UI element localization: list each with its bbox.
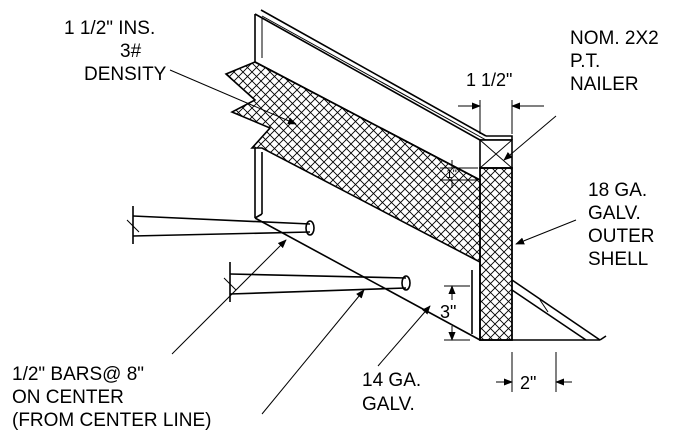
svg-text:SHELL: SHELL [588, 249, 648, 270]
lower-shell [254, 148, 607, 341]
dimension-one-inch-text: 1" [446, 167, 457, 181]
dimension-one-inch: 1" [440, 160, 478, 188]
svg-text:ON CENTER: ON CENTER [12, 387, 124, 408]
label-gauge-14: 14 GA. GALV. [362, 370, 421, 415]
svg-text:1/2" BARS@ 8": 1/2" BARS@ 8" [12, 364, 144, 385]
label-outer-shell: 18 GA. GALV. OUTER SHELL [588, 180, 655, 270]
front-insulation [479, 167, 513, 341]
svg-text:(FROM CENTER LINE): (FROM CENTER LINE) [12, 410, 212, 431]
svg-text:NOM. 2X2: NOM. 2X2 [570, 28, 659, 49]
svg-text:GALV.: GALV. [588, 203, 641, 224]
upper-bar [126, 206, 315, 244]
svg-text:NAILER: NAILER [570, 74, 639, 95]
dimension-two-inch-text: 2" [520, 373, 536, 393]
svg-text:DENSITY: DENSITY [84, 64, 167, 85]
label-nailer: NOM. 2X2 P.T. NAILER [570, 28, 659, 95]
insulation-layer [224, 61, 481, 264]
dimension-nailer-width-text: 1 1/2" [466, 70, 512, 90]
leader-lines [169, 69, 577, 415]
dimension-three-inch: 3" [440, 285, 470, 341]
nailer-block [479, 139, 513, 169]
svg-text:P.T.: P.T. [570, 51, 600, 72]
dimension-two-inch: 2" [496, 352, 572, 393]
svg-text:3#: 3# [120, 41, 142, 62]
dimension-three-inch-text: 3" [440, 302, 456, 322]
svg-text:OUTER: OUTER [588, 226, 655, 247]
lower-bar [223, 262, 411, 302]
label-insulation: 1 1/2" INS. 3# DENSITY [64, 18, 167, 85]
svg-text:14 GA.: 14 GA. [362, 370, 421, 391]
svg-text:18 GA.: 18 GA. [588, 180, 647, 201]
dimension-nailer-width: 1 1/2" [458, 70, 544, 134]
svg-text:GALV.: GALV. [362, 394, 415, 415]
label-bars: 1/2" BARS@ 8" ON CENTER (FROM CENTER LIN… [12, 364, 212, 431]
svg-text:1 1/2" INS.: 1 1/2" INS. [64, 18, 155, 39]
